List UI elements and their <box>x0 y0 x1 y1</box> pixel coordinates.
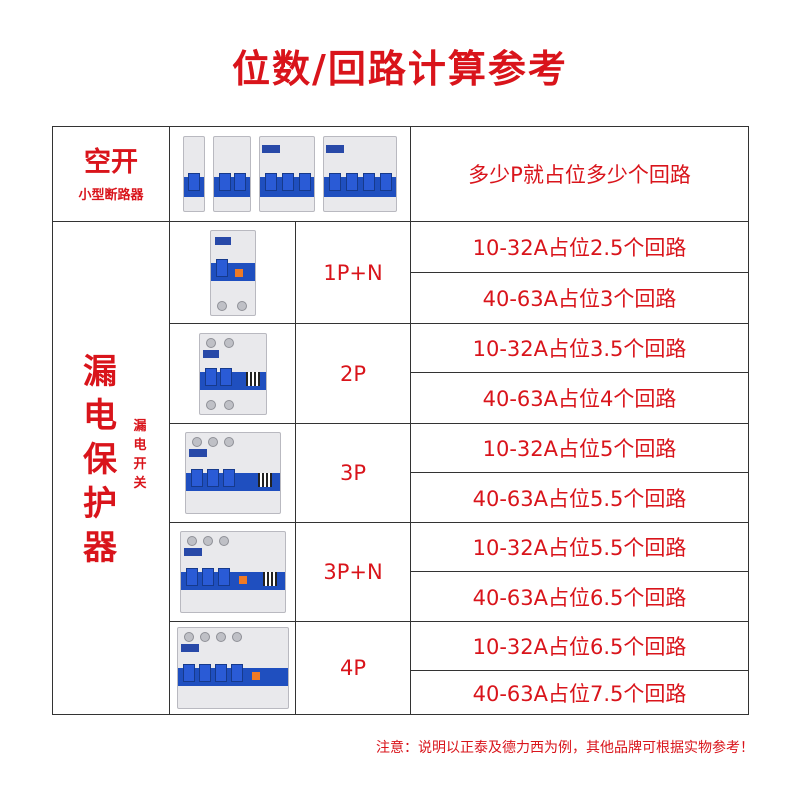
air-switch-subname: 小型断路器 <box>78 187 144 203</box>
rcd-type-2: 2P <box>339 361 367 386</box>
rcd-rule-2-high: 40-63A占位4个回路 <box>482 387 677 411</box>
rcd-type-5: 4P <box>339 656 367 680</box>
page-title: 位数/回路计算参考 <box>232 47 568 91</box>
breaker-2p-icon <box>213 136 251 212</box>
rcd-rule-4-high: 40-63A占位6.5个回路 <box>472 585 687 610</box>
rcd-type-4: 3P+N <box>323 560 383 584</box>
rcbo-4p-icon <box>170 622 295 714</box>
rcd-rule-3-low: 10-32A占位5个回路 <box>482 437 677 461</box>
rcd-rule-2-low: 10-32A占位3.5个回路 <box>472 337 687 361</box>
air-switch-name: 空开 <box>84 146 138 178</box>
breaker-4p-icon <box>323 136 397 212</box>
air-switch-rule: 多少P就占位多少个回路 <box>468 163 691 187</box>
footnote: 注意：说明以正泰及德力西为例，其他品牌可根据实物参考！ <box>376 740 754 756</box>
reference-table: 空开 小型断路器 多少P就占位多少个回路 <box>52 126 749 715</box>
breaker-3p-icon <box>259 136 315 212</box>
breaker-1p-icon <box>183 136 205 212</box>
rcd-rule-1-high: 40-63A占位3个回路 <box>482 287 677 311</box>
rcbo-3p-icon <box>170 424 295 522</box>
rcd-rule-3-high: 40-63A占位5.5个回路 <box>472 486 687 511</box>
rcd-rule-5-high: 40-63A占位7.5个回路 <box>472 681 687 706</box>
rcbo-2p-icon <box>170 324 295 423</box>
rcbo-3p-n-icon <box>170 523 295 621</box>
rcd-rule-4-low: 10-32A占位5.5个回路 <box>472 536 687 560</box>
rcd-type-1: 1P+N <box>323 260 383 285</box>
rcbo-1p-n-icon <box>170 222 295 323</box>
rcd-subname: 漏 电 开 关 <box>133 419 147 491</box>
rcd-rule-1-low: 10-32A占位2.5个回路 <box>472 236 687 260</box>
rcd-label-cell: 漏 电 保 护 器 漏 电 开 关 <box>53 222 169 714</box>
mini-breakers-image <box>170 127 410 221</box>
rcd-rule-5-low: 10-32A占位6.5个回路 <box>472 635 687 659</box>
air-switch-label-cell: 空开 小型断路器 <box>53 127 169 221</box>
rcd-name: 漏 电 保 护 器 <box>83 352 117 568</box>
rcd-type-3: 3P <box>339 461 367 485</box>
